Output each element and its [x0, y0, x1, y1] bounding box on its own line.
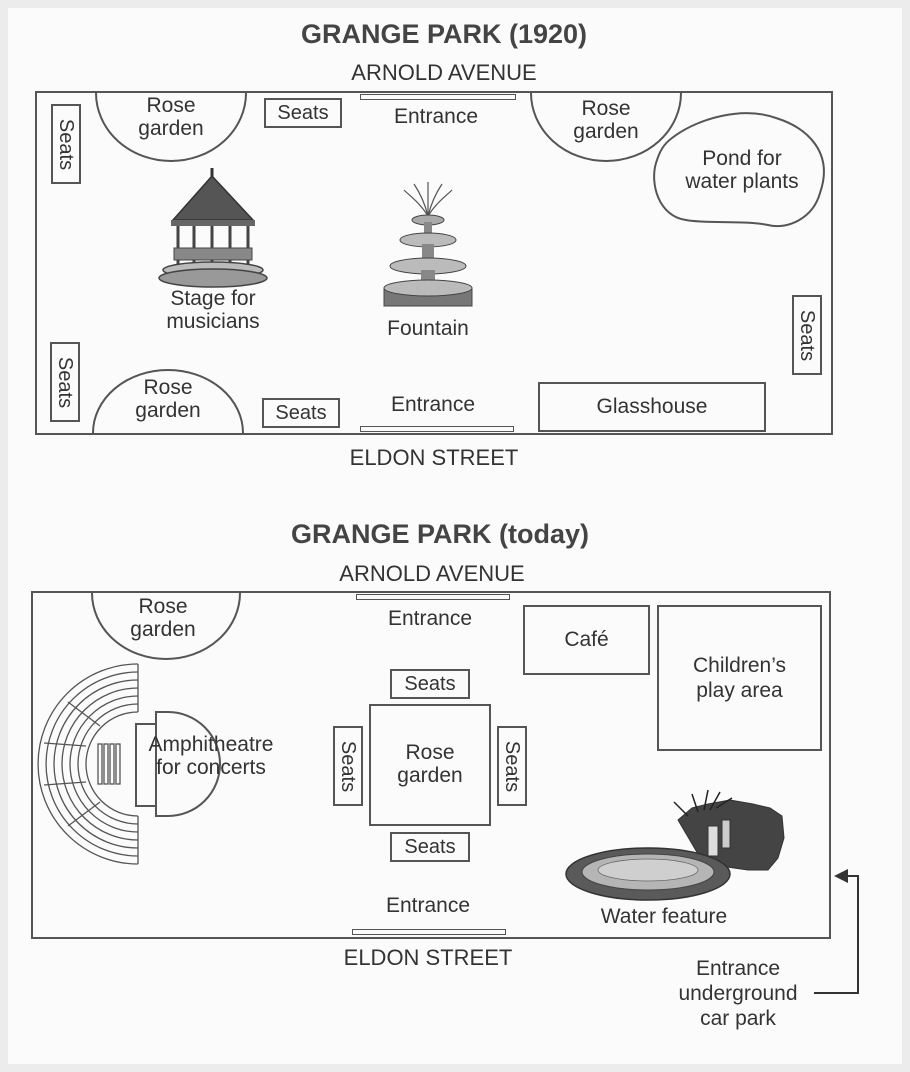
- map-today-south-entrance-gate: [352, 929, 506, 935]
- map-1920-rose-garden-shapes: [92, 92, 825, 434]
- map-today-seats-north: Seats: [390, 669, 470, 699]
- map-1920-pond-shape: [653, 112, 825, 228]
- map-today-rose-garden-nw-shape: [91, 592, 241, 660]
- map-1920-seats-west-top: Seats: [51, 104, 81, 184]
- map-1920-seats-west-bottom: Seats: [50, 342, 80, 422]
- map-today-seats-east: Seats: [497, 726, 527, 806]
- map-1920-south-street: ELDON STREET: [349, 445, 519, 470]
- car-park-arrow-icon: [814, 869, 859, 994]
- map-1920-rose-garden-sw-label: Rose garden: [135, 376, 201, 422]
- map-today-cafe: Café: [523, 605, 650, 675]
- map-1920-north-entrance-label: Entrance: [393, 105, 479, 128]
- map-today-play-area: Children’s play area: [657, 605, 822, 751]
- map-1920-stage-label: Stage for musicians: [166, 287, 260, 333]
- map-1920-rose-garden-nw-label: Rose garden: [138, 94, 204, 140]
- map-today-title: GRANGE PARK (today): [290, 519, 589, 549]
- map-today-south-entrance-label: Entrance: [385, 894, 471, 917]
- map-1920-title: GRANGE PARK (1920): [300, 19, 588, 49]
- map-today-seats-west: Seats: [333, 726, 363, 806]
- fountain-icon: [383, 182, 473, 307]
- map-1920-north-entrance-gate: [360, 94, 516, 100]
- map-today-water-feature-label: Water feature: [600, 905, 728, 928]
- map-1920-rose-garden-ne-shape: [530, 92, 682, 162]
- map-1920-rose-garden-ne-label: Rose garden: [573, 97, 639, 143]
- map-today-rose-garden-nw-label: Rose garden: [130, 595, 196, 641]
- map-1920-south-entrance-gate: [360, 426, 514, 432]
- map-1920-rose-garden-sw-shape: [92, 369, 244, 434]
- map-today-rose-garden-central: Rose garden: [369, 704, 491, 826]
- diagram-page: GRANGE PARK (1920) ARNOLD AVENUE Rose ga…: [8, 8, 902, 1064]
- map-today-amphitheatre-label: Amphitheatre for concerts: [148, 733, 274, 779]
- map-1920-park-boundary: [35, 91, 833, 435]
- map-today-car-park-label: Entrance underground car park: [678, 957, 798, 1031]
- water-feature-icon: [565, 789, 785, 901]
- map-1920-seats-east: Seats: [792, 295, 822, 375]
- map-today-north-entrance-gate: [356, 594, 510, 600]
- map-today-north-entrance-label: Entrance: [387, 607, 473, 630]
- map-1920-seats-north: Seats: [264, 98, 342, 128]
- map-1920-fountain-label: Fountain: [387, 317, 469, 340]
- map-today-park-boundary: [31, 591, 831, 939]
- stage-gazebo-icon: [158, 168, 268, 288]
- map-1920-pond-label: Pond for water plants: [685, 147, 799, 193]
- map-today-shapes: [37, 592, 241, 865]
- map-today-south-street: ELDON STREET: [343, 945, 513, 970]
- map-1920-seats-south: Seats: [262, 398, 340, 428]
- amphitheatre-icon: [37, 663, 221, 865]
- map-1920-north-street: ARNOLD AVENUE: [351, 60, 537, 85]
- map-1920-south-entrance-label: Entrance: [390, 393, 476, 416]
- map-today-north-street: ARNOLD AVENUE: [339, 561, 525, 586]
- map-1920-rose-garden-nw-shape: [95, 92, 247, 162]
- map-today-seats-south: Seats: [390, 832, 470, 862]
- map-1920-glasshouse: Glasshouse: [538, 382, 766, 432]
